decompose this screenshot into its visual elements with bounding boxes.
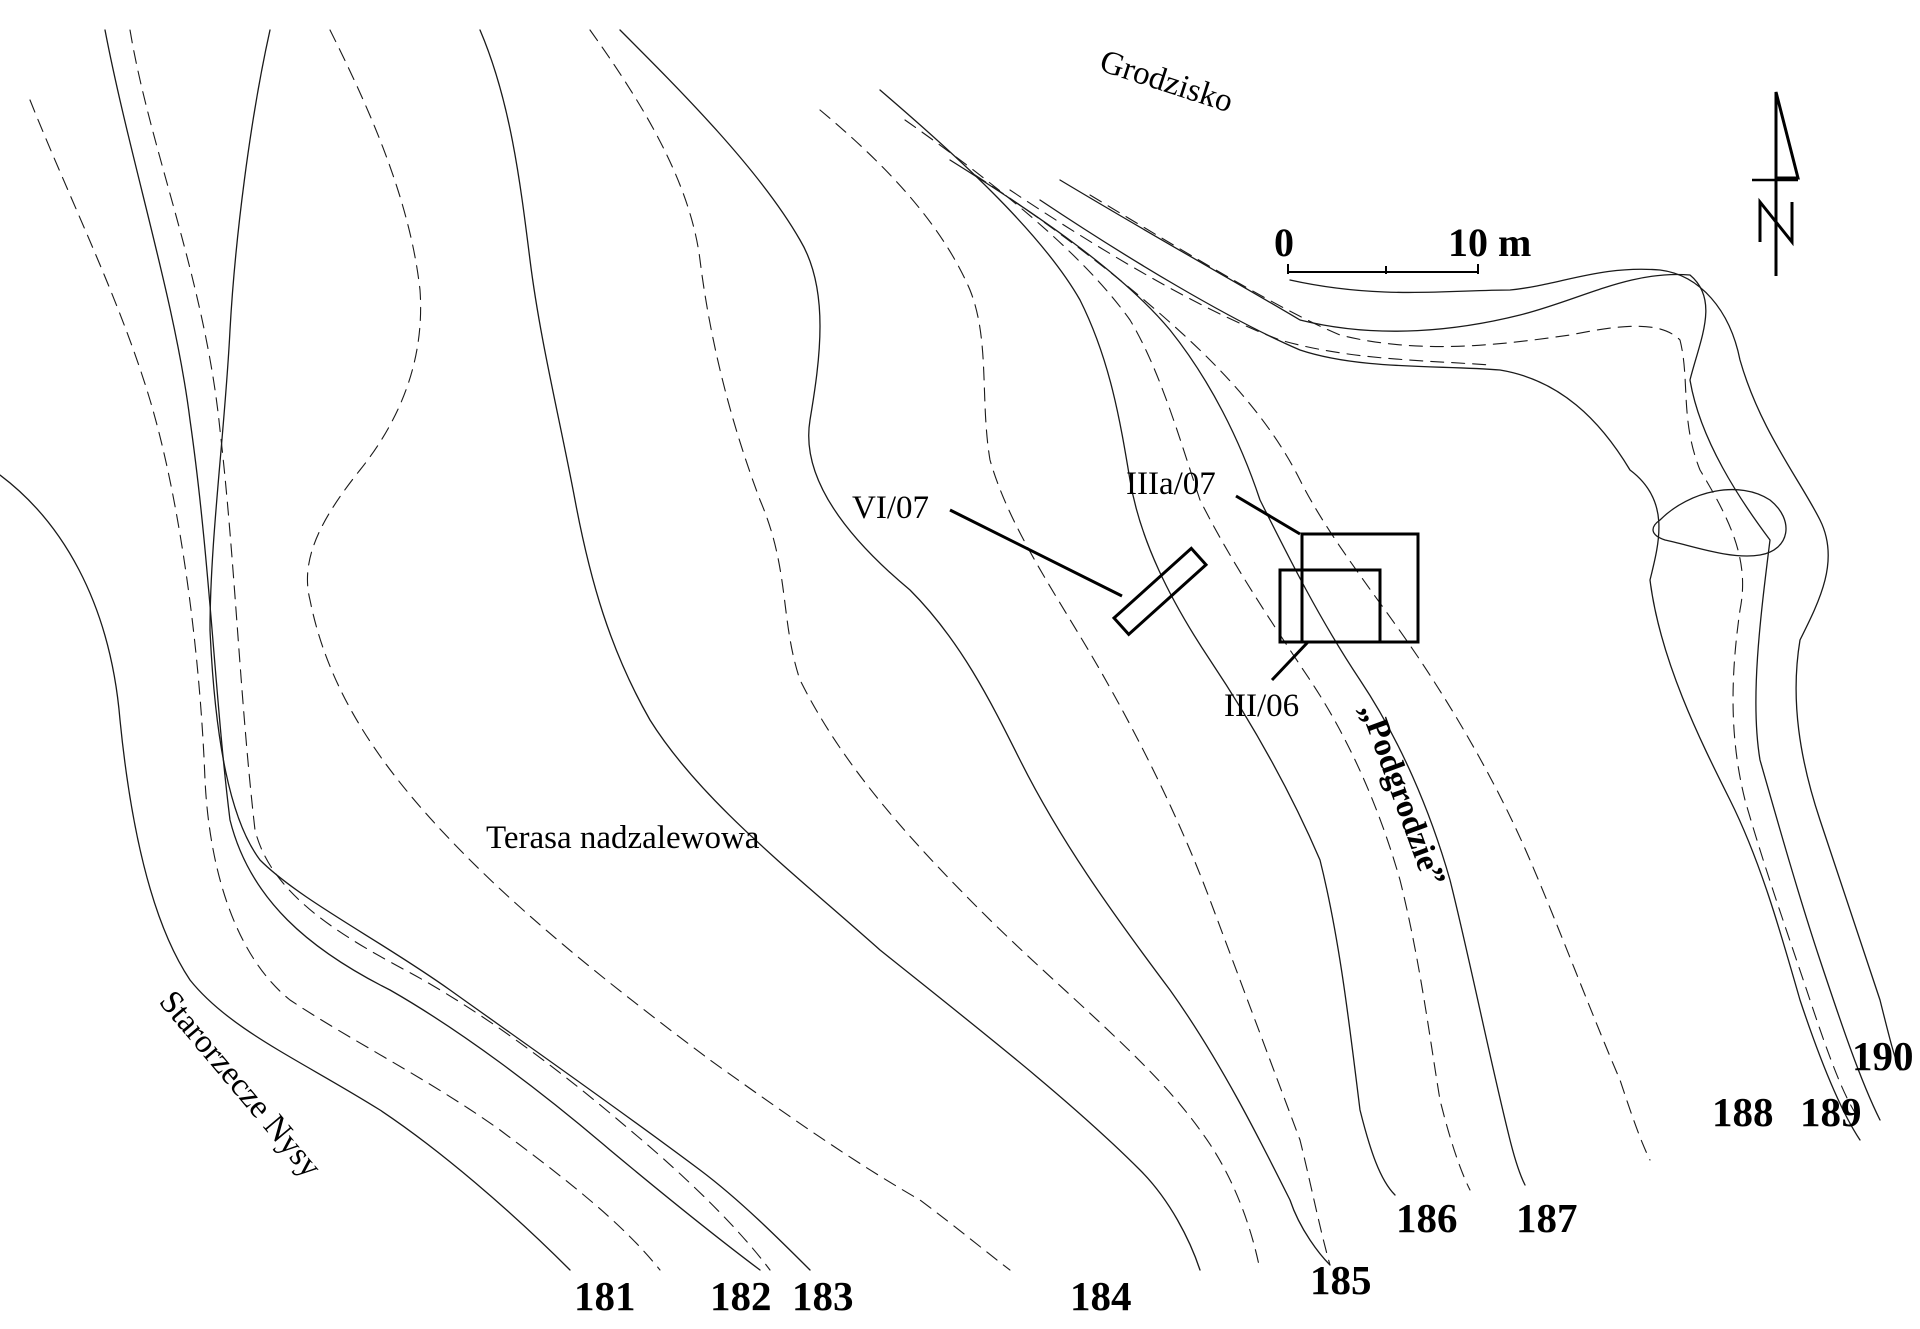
scale-bar-end-label: 10 m	[1448, 220, 1531, 265]
elevation-184: 184	[1070, 1273, 1132, 1319]
leader-iii06	[1270, 640, 1310, 682]
contour-183	[209, 29, 811, 1271]
place-label-starorzecze: Starorzecze Nysy	[152, 984, 329, 1185]
elevation-185: 185	[1310, 1257, 1372, 1303]
contour-187	[949, 159, 1526, 1186]
place-label-grodzisko: Grodzisko	[1096, 43, 1238, 120]
leader-iiia07	[1235, 494, 1301, 536]
contour-dashed-h	[1009, 189, 1491, 366]
north-arrow-icon	[1752, 91, 1800, 276]
elevation-187: 187	[1516, 1195, 1578, 1241]
elevation-189: 189	[1800, 1089, 1862, 1135]
elevation-183: 183	[792, 1273, 854, 1319]
trench-iiia07	[1300, 532, 1420, 644]
trench-label-iii06: III/06	[1224, 688, 1299, 724]
trench-label-vi07: VI/07	[852, 490, 929, 526]
scale-bar-start-label: 0	[1274, 220, 1294, 265]
contour-184	[479, 29, 1201, 1271]
contour-dashed-g	[974, 174, 1651, 1161]
place-label-podgrodzie: „Podgrodzie”	[1352, 698, 1451, 891]
contour-dashed-a	[29, 99, 661, 1271]
contour-185	[619, 29, 1331, 1266]
elevation-labels: 181 182 183 184 185 186 187 188 189 190	[574, 1033, 1914, 1319]
contour-dashed-d	[589, 29, 1261, 1271]
contour-dashed-e	[819, 109, 1331, 1266]
contour-dashed-c	[306, 29, 1011, 1271]
contour-181	[0, 474, 571, 1271]
elevation-188: 188	[1712, 1089, 1774, 1135]
contour-lines	[0, 29, 1901, 1271]
place-label-terasa: Terasa nadzalewowa	[486, 820, 760, 856]
trench-iii06	[1278, 568, 1382, 644]
trench-vi07	[1111, 546, 1209, 637]
elevation-182: 182	[710, 1273, 772, 1319]
contour-dashed-i	[1089, 194, 1861, 1121]
elevation-181: 181	[574, 1273, 636, 1319]
contour-182	[104, 29, 761, 1271]
contour-186	[879, 89, 1396, 1196]
contour-190	[1289, 268, 1901, 1071]
scale-bar: 0 10 m	[1274, 220, 1531, 274]
leader-vi07	[949, 508, 1123, 598]
contour-189	[1059, 179, 1881, 1121]
elevation-186: 186	[1396, 1195, 1458, 1241]
contour-loop	[1652, 488, 1787, 557]
elevation-190: 190	[1852, 1033, 1914, 1079]
contour-dashed-b	[129, 29, 771, 1271]
contour-dashed-f	[904, 119, 1471, 1191]
trenches	[1111, 532, 1420, 644]
leader-lines	[949, 494, 1310, 682]
trench-label-iiia07: IIIa/07	[1126, 466, 1216, 502]
contour-188	[1039, 199, 1861, 1141]
